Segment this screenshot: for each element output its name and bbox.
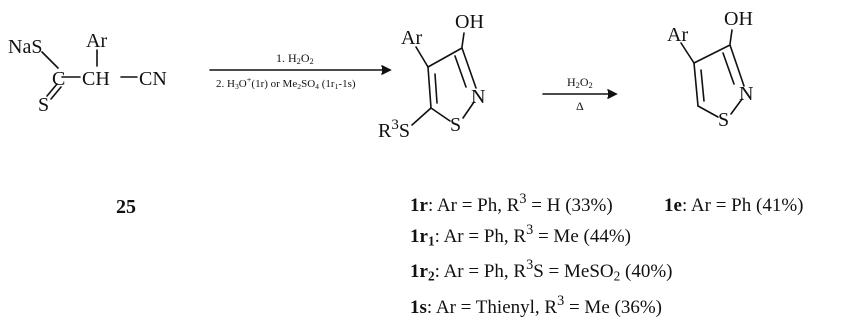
atom-ch: CH <box>82 68 110 90</box>
p2-atom-oh: OH <box>724 8 753 30</box>
p2-atom-ar: Ar <box>667 24 689 46</box>
p2-bond-c4-c5-inner <box>700 69 705 102</box>
p1-bond-c5-sr <box>411 107 432 126</box>
arrow-2-heat: Δ <box>576 99 584 113</box>
p1-bond-c3-n <box>461 47 477 89</box>
atom-nas: NaS <box>8 36 43 58</box>
label-1r1: 1r1: Ar = Ph, R3 = Me (44%) <box>410 222 631 249</box>
arrow-1-step-1: 1. H2O2 <box>276 51 314 67</box>
p1-bond-ar-c4 <box>415 46 429 68</box>
p2-bond-c4-c5 <box>693 62 699 107</box>
p1-bond-c4-c5 <box>427 66 432 109</box>
atom-ar: Ar <box>86 30 108 52</box>
p1-bond-c4-c3 <box>427 47 463 68</box>
p2-bond-oh <box>729 29 733 45</box>
p2-bond-c4-c3 <box>693 44 731 64</box>
p1-bond-c4-c5-inner <box>434 73 438 104</box>
p1-atom-oh: OH <box>455 11 484 33</box>
p2-bond-c3-n <box>729 44 745 87</box>
reaction-arrow-1-head <box>381 65 392 75</box>
bond-c-s-double-a <box>46 83 58 97</box>
bond-c-s-double-b <box>50 86 62 100</box>
atom-c: C <box>52 68 66 90</box>
p2-atom-n: N <box>739 83 754 105</box>
bond-nas-c <box>41 51 59 69</box>
label-1r2: 1r2: Ar = Ph, R3S = MeSO2 (40%) <box>410 257 673 284</box>
p2-bond-n-s <box>730 98 743 115</box>
p1-bond-c3-n-inner <box>454 55 467 88</box>
label-1s: 1s: Ar = Thienyl, R3 = Me (36%) <box>410 293 662 318</box>
p1-bond-c5-s <box>430 107 451 122</box>
p2-bond-c3-n-inner <box>722 52 735 85</box>
p1-atom-ar: Ar <box>401 27 423 49</box>
p1-bond-oh <box>461 32 465 48</box>
p2-atom-s: S <box>718 109 730 131</box>
p1-bond-n-s <box>462 101 475 119</box>
p1-atom-r3s: R3S <box>378 116 410 142</box>
p2-bond-ar-c4 <box>680 42 695 64</box>
label-1r: 1r: Ar = Ph, R3 = H (33%) <box>410 191 613 216</box>
reaction-arrow-2-head <box>607 89 618 99</box>
atom-s: S <box>38 94 50 116</box>
arrow-1-step-2: 2. H3O+(1r) or Me2SO4 (1r1-1s) <box>216 75 356 91</box>
label-1e: 1e: Ar = Ph (41%) <box>664 195 804 216</box>
arrow-2-reagent: H2O2 <box>567 75 593 91</box>
p1-atom-s: S <box>450 114 462 136</box>
p1-atom-n: N <box>471 86 486 108</box>
compound-label-25: 25 <box>116 196 136 218</box>
p2-bond-c5-s <box>697 105 719 118</box>
atom-cn: CN <box>139 68 167 90</box>
